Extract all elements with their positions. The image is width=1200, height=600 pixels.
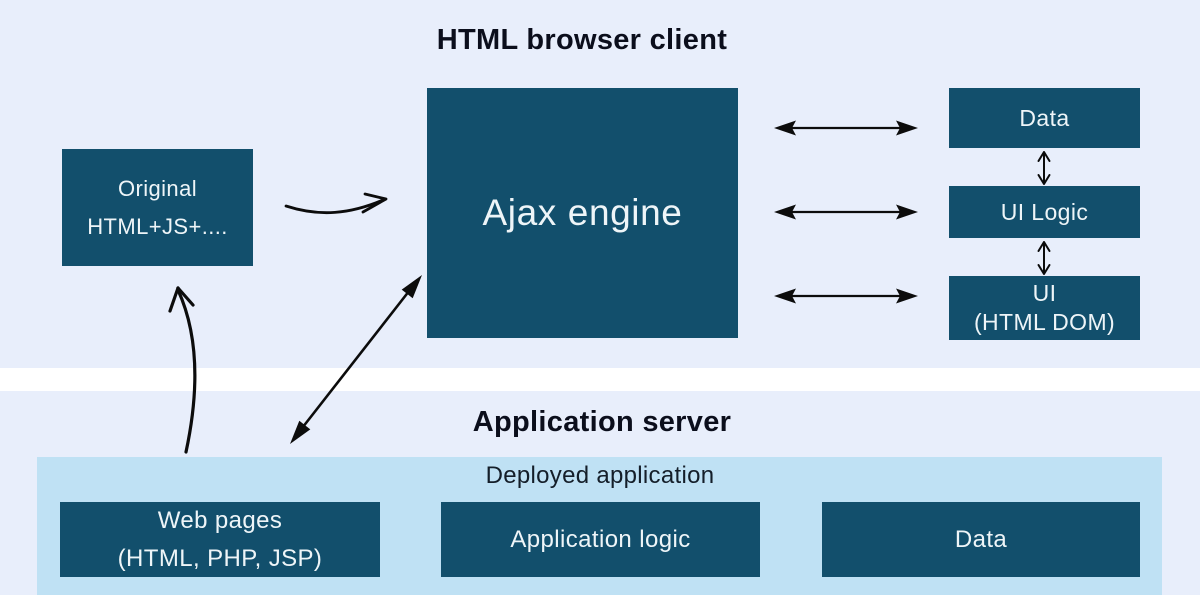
arrow-ajax-uidom-bidirectional-icon xyxy=(772,284,920,308)
arrow-ajax-data-bidirectional-icon xyxy=(772,116,920,140)
arrow-original-to-ajax-icon xyxy=(280,186,400,228)
arrow-uilogic-uidom-bidirectional-icon xyxy=(1032,240,1056,276)
deployed-application-label: Deployed application xyxy=(485,462,715,489)
arrow-ajax-server-bidirectional-icon xyxy=(283,268,433,453)
ui-logic-label: UI Logic xyxy=(1000,198,1089,225)
ajax-engine-label: Ajax engine xyxy=(482,192,683,233)
ui-logic-box: UI Logic xyxy=(949,186,1140,238)
ui-dom-line2: (HTML DOM) xyxy=(973,309,1116,335)
arrow-ajax-uilogic-bidirectional-icon xyxy=(772,200,920,224)
server-data-label: Data xyxy=(954,525,1008,553)
application-logic-label: Application logic xyxy=(510,525,691,553)
application-server-title: Application server xyxy=(472,406,732,438)
ui-dom-line1: UI xyxy=(1032,280,1057,307)
arrow-server-to-original-icon xyxy=(158,276,222,461)
web-pages-line2: (HTML, PHP, JSP) xyxy=(117,544,323,572)
client-data-box: Data xyxy=(949,88,1140,148)
ui-html-dom-box: UI (HTML DOM) xyxy=(949,276,1140,340)
web-pages-box: Web pages (HTML, PHP, JSP) xyxy=(60,502,380,577)
arrow-data-uilogic-bidirectional-icon xyxy=(1032,150,1056,186)
web-pages-line1: Web pages xyxy=(157,507,283,535)
client-data-label: Data xyxy=(1019,104,1070,131)
server-data-box: Data xyxy=(822,502,1140,577)
original-box-line2: HTML+JS+.... xyxy=(87,213,228,239)
browser-client-title: HTML browser client xyxy=(436,24,728,56)
application-logic-box: Application logic xyxy=(441,502,760,577)
original-html-js-box: Original HTML+JS+.... xyxy=(62,149,253,266)
original-box-line1: Original xyxy=(117,175,197,201)
ajax-engine-box: Ajax engine xyxy=(427,88,738,338)
